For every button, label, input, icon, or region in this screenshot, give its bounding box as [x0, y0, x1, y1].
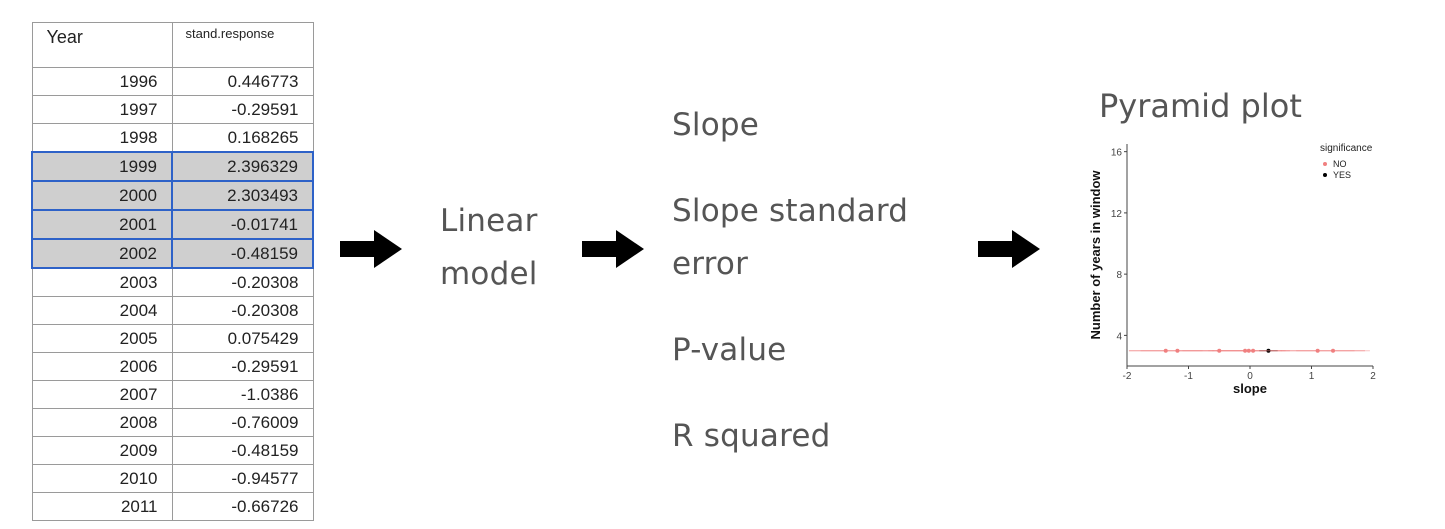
response-cell: -0.29591	[171, 95, 314, 124]
response-cell: -0.66726	[171, 492, 314, 521]
linear-model-label-line2: model	[440, 256, 538, 292]
year-cell: 2003	[31, 267, 173, 297]
x-axis-label: slope	[1233, 381, 1267, 396]
table-row: 2009-0.48159	[31, 436, 314, 465]
legend-marker	[1323, 173, 1327, 177]
table-row: 2003-0.20308	[31, 267, 314, 297]
x-tick-label: 0	[1247, 371, 1253, 382]
arrow-right-icon	[978, 230, 1040, 268]
arrow-right-icon	[340, 230, 402, 268]
year-cell: 1999	[31, 151, 173, 182]
output-p-value: P-value	[672, 332, 787, 368]
year-cell: 1998	[31, 123, 173, 153]
header-stand-response: stand.response	[171, 22, 314, 68]
arrow-right-icon	[582, 230, 644, 268]
x-tick-label: -2	[1123, 371, 1132, 382]
response-cell: -0.29591	[171, 352, 314, 381]
response-cell: 2.303493	[171, 180, 314, 211]
legend-label: NO	[1333, 159, 1347, 169]
x-tick-label: 2	[1370, 371, 1376, 382]
y-tick-label: 8	[1116, 270, 1122, 281]
y-axis-label: Number of years in window	[1088, 170, 1103, 340]
year-cell: 2004	[31, 296, 173, 325]
response-cell: -0.20308	[171, 267, 314, 297]
table-row: 2010-0.94577	[31, 464, 314, 493]
response-cell: -0.76009	[171, 408, 314, 437]
table-row: 2007-1.0386	[31, 380, 314, 409]
linear-model-label-line1: Linear	[440, 203, 538, 239]
response-cell: -0.20308	[171, 296, 314, 325]
header-year: Year	[31, 22, 173, 68]
table-row: 2006-0.29591	[31, 352, 314, 381]
response-cell: 0.075429	[171, 324, 314, 353]
legend-marker	[1323, 162, 1327, 166]
response-cell: 2.396329	[171, 151, 314, 182]
output-r-squared: R squared	[672, 418, 831, 454]
response-cell: -0.94577	[171, 464, 314, 493]
year-cell: 2000	[31, 180, 173, 211]
table-row: 2008-0.76009	[31, 408, 314, 437]
year-cell: 2001	[31, 209, 173, 240]
output-slope-se-line1: Slope standard	[672, 193, 909, 229]
output-slope: Slope	[672, 107, 760, 143]
table-row: 1997-0.29591	[31, 95, 314, 124]
year-cell: 2010	[31, 464, 173, 493]
y-tick-label: 12	[1111, 209, 1123, 220]
year-cell: 1996	[31, 67, 173, 96]
legend-label: YES	[1333, 170, 1351, 180]
table-header-row: Year stand.response	[31, 22, 314, 68]
plot-title: Pyramid plot	[1099, 87, 1302, 125]
response-cell: -0.48159	[171, 436, 314, 465]
response-cell: -0.01741	[171, 209, 314, 240]
response-cell: -0.48159	[171, 238, 314, 269]
legend-title: significance	[1320, 143, 1373, 154]
y-tick-label: 16	[1111, 148, 1123, 159]
table-row: 2002-0.48159	[31, 238, 314, 269]
table-row: 2004-0.20308	[31, 296, 314, 325]
x-tick-label: 1	[1309, 371, 1315, 382]
table-row: 2001-0.01741	[31, 209, 314, 240]
year-cell: 2005	[31, 324, 173, 353]
year-cell: 1997	[31, 95, 173, 124]
response-cell: 0.446773	[171, 67, 314, 96]
year-cell: 2008	[31, 408, 173, 437]
y-tick-label: 4	[1116, 331, 1122, 342]
response-cell: -1.0386	[171, 380, 314, 409]
year-cell: 2007	[31, 380, 173, 409]
year-cell: 2006	[31, 352, 173, 381]
x-tick-label: -1	[1184, 371, 1193, 382]
output-slope-se-line2: error	[672, 246, 749, 282]
response-cell: 0.168265	[171, 123, 314, 153]
year-cell: 2009	[31, 436, 173, 465]
table-row: 2011-0.66726	[31, 492, 314, 521]
year-cell: 2002	[31, 238, 173, 269]
year-cell: 2011	[31, 492, 173, 521]
